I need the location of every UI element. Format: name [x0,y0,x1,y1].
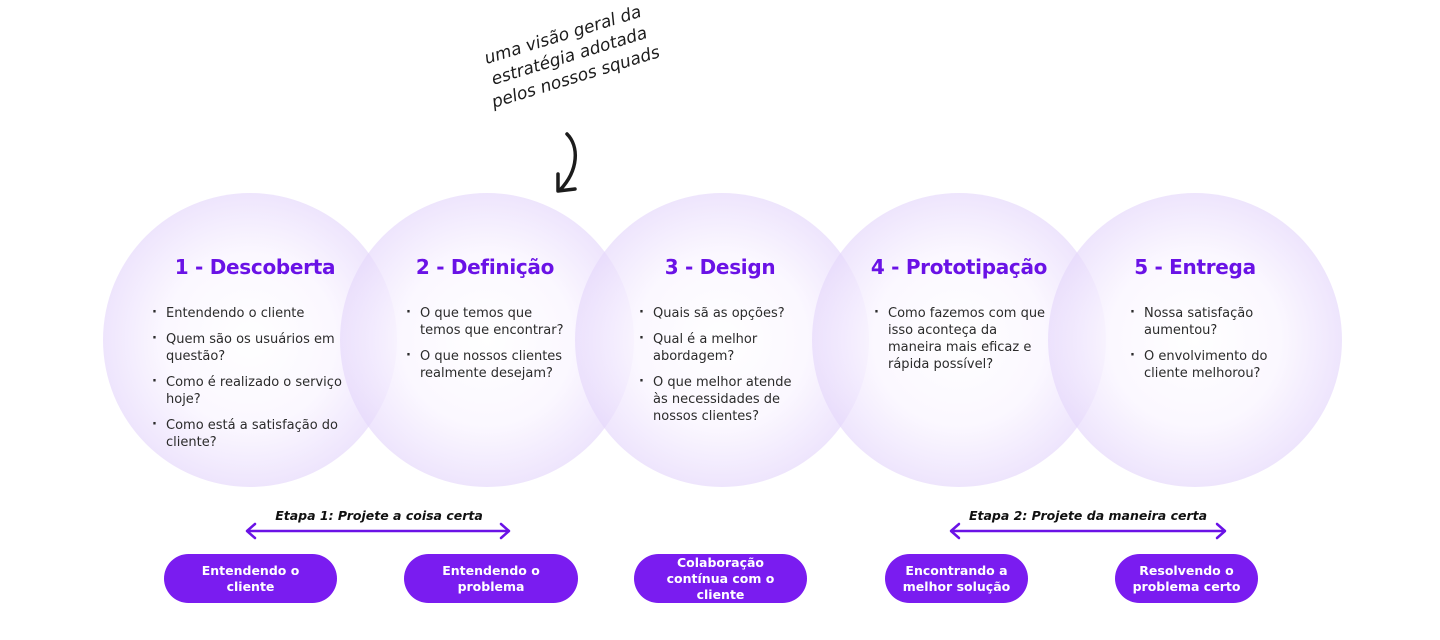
stage-circle-5 [1048,193,1342,487]
question-list: Entendendo o cliente Quem são os usuário… [150,304,360,451]
stage-design: 3 - Design Quais sã as opções? Qual é a … [615,255,825,434]
stage-definicao: 2 - Definição O que temos que temos que … [382,255,588,391]
phase-2-label: Etapa 2: Projete da maneira certa [968,508,1208,523]
question-item: Quem são os usuários em questão? [152,330,360,365]
stage-title: 1 - Descoberta [174,255,336,279]
stage-title: 2 - Definição [415,255,555,279]
stage-title: 3 - Design [664,255,776,279]
phase-1-label: Etapa 1: Projete a coisa certa [275,508,483,523]
question-item: Como está a satisfação do cliente? [152,416,360,451]
stage-descoberta: 1 - Descoberta Entendendo o cliente Quem… [150,255,360,460]
phase-1-double-arrow-icon [245,522,511,540]
question-list: O que temos que temos que encontrar? O q… [382,304,566,382]
pill-problema-certo: Resolvendo o problema certo [1115,554,1258,603]
pill-colaboracao-continua: Colaboração contínua com o cliente [634,554,807,603]
question-list: Quais sã as opções? Qual é a melhor abor… [615,304,809,425]
curved-arrow-icon [556,132,578,193]
question-item: Entendendo o cliente [152,304,360,322]
question-list: Como fazemos com que isso aconteça da ma… [854,304,1050,373]
question-item: Quais sã as opções? [639,304,809,322]
pill-melhor-solucao: Encontrando a melhor solução [885,554,1028,603]
question-item: O envolvimento do cliente melhorou? [1130,347,1270,382]
pill-entendendo-cliente: Entendendo o cliente [164,554,337,603]
question-list: Nossa satisfação aumentou? O envolviment… [1090,304,1270,382]
question-item: O que melhor atende às necessidades de n… [639,373,809,425]
phase-2-double-arrow-icon [949,522,1227,540]
question-item: O que nossos clientes realmente desejam? [406,347,566,382]
stage-title: 5 - Entrega [1134,255,1256,279]
question-item: Nossa satisfação aumentou? [1130,304,1270,339]
stage-prototipacao: 4 - Prototipação Como fazemos com que is… [854,255,1064,382]
handwritten-annotation: uma visão geral da estratégia adotada pe… [445,0,694,123]
stage-title: 4 - Prototipação [870,255,1048,279]
question-item: Como fazemos com que isso aconteça da ma… [874,304,1050,373]
question-item: O que temos que temos que encontrar? [406,304,566,339]
question-item: Como é realizado o serviço hoje? [152,373,360,408]
pill-entendendo-problema: Entendendo o problema [404,554,578,603]
question-item: Qual é a melhor abordagem? [639,330,809,365]
stage-entrega: 5 - Entrega Nossa satisfação aumentou? O… [1090,255,1300,391]
